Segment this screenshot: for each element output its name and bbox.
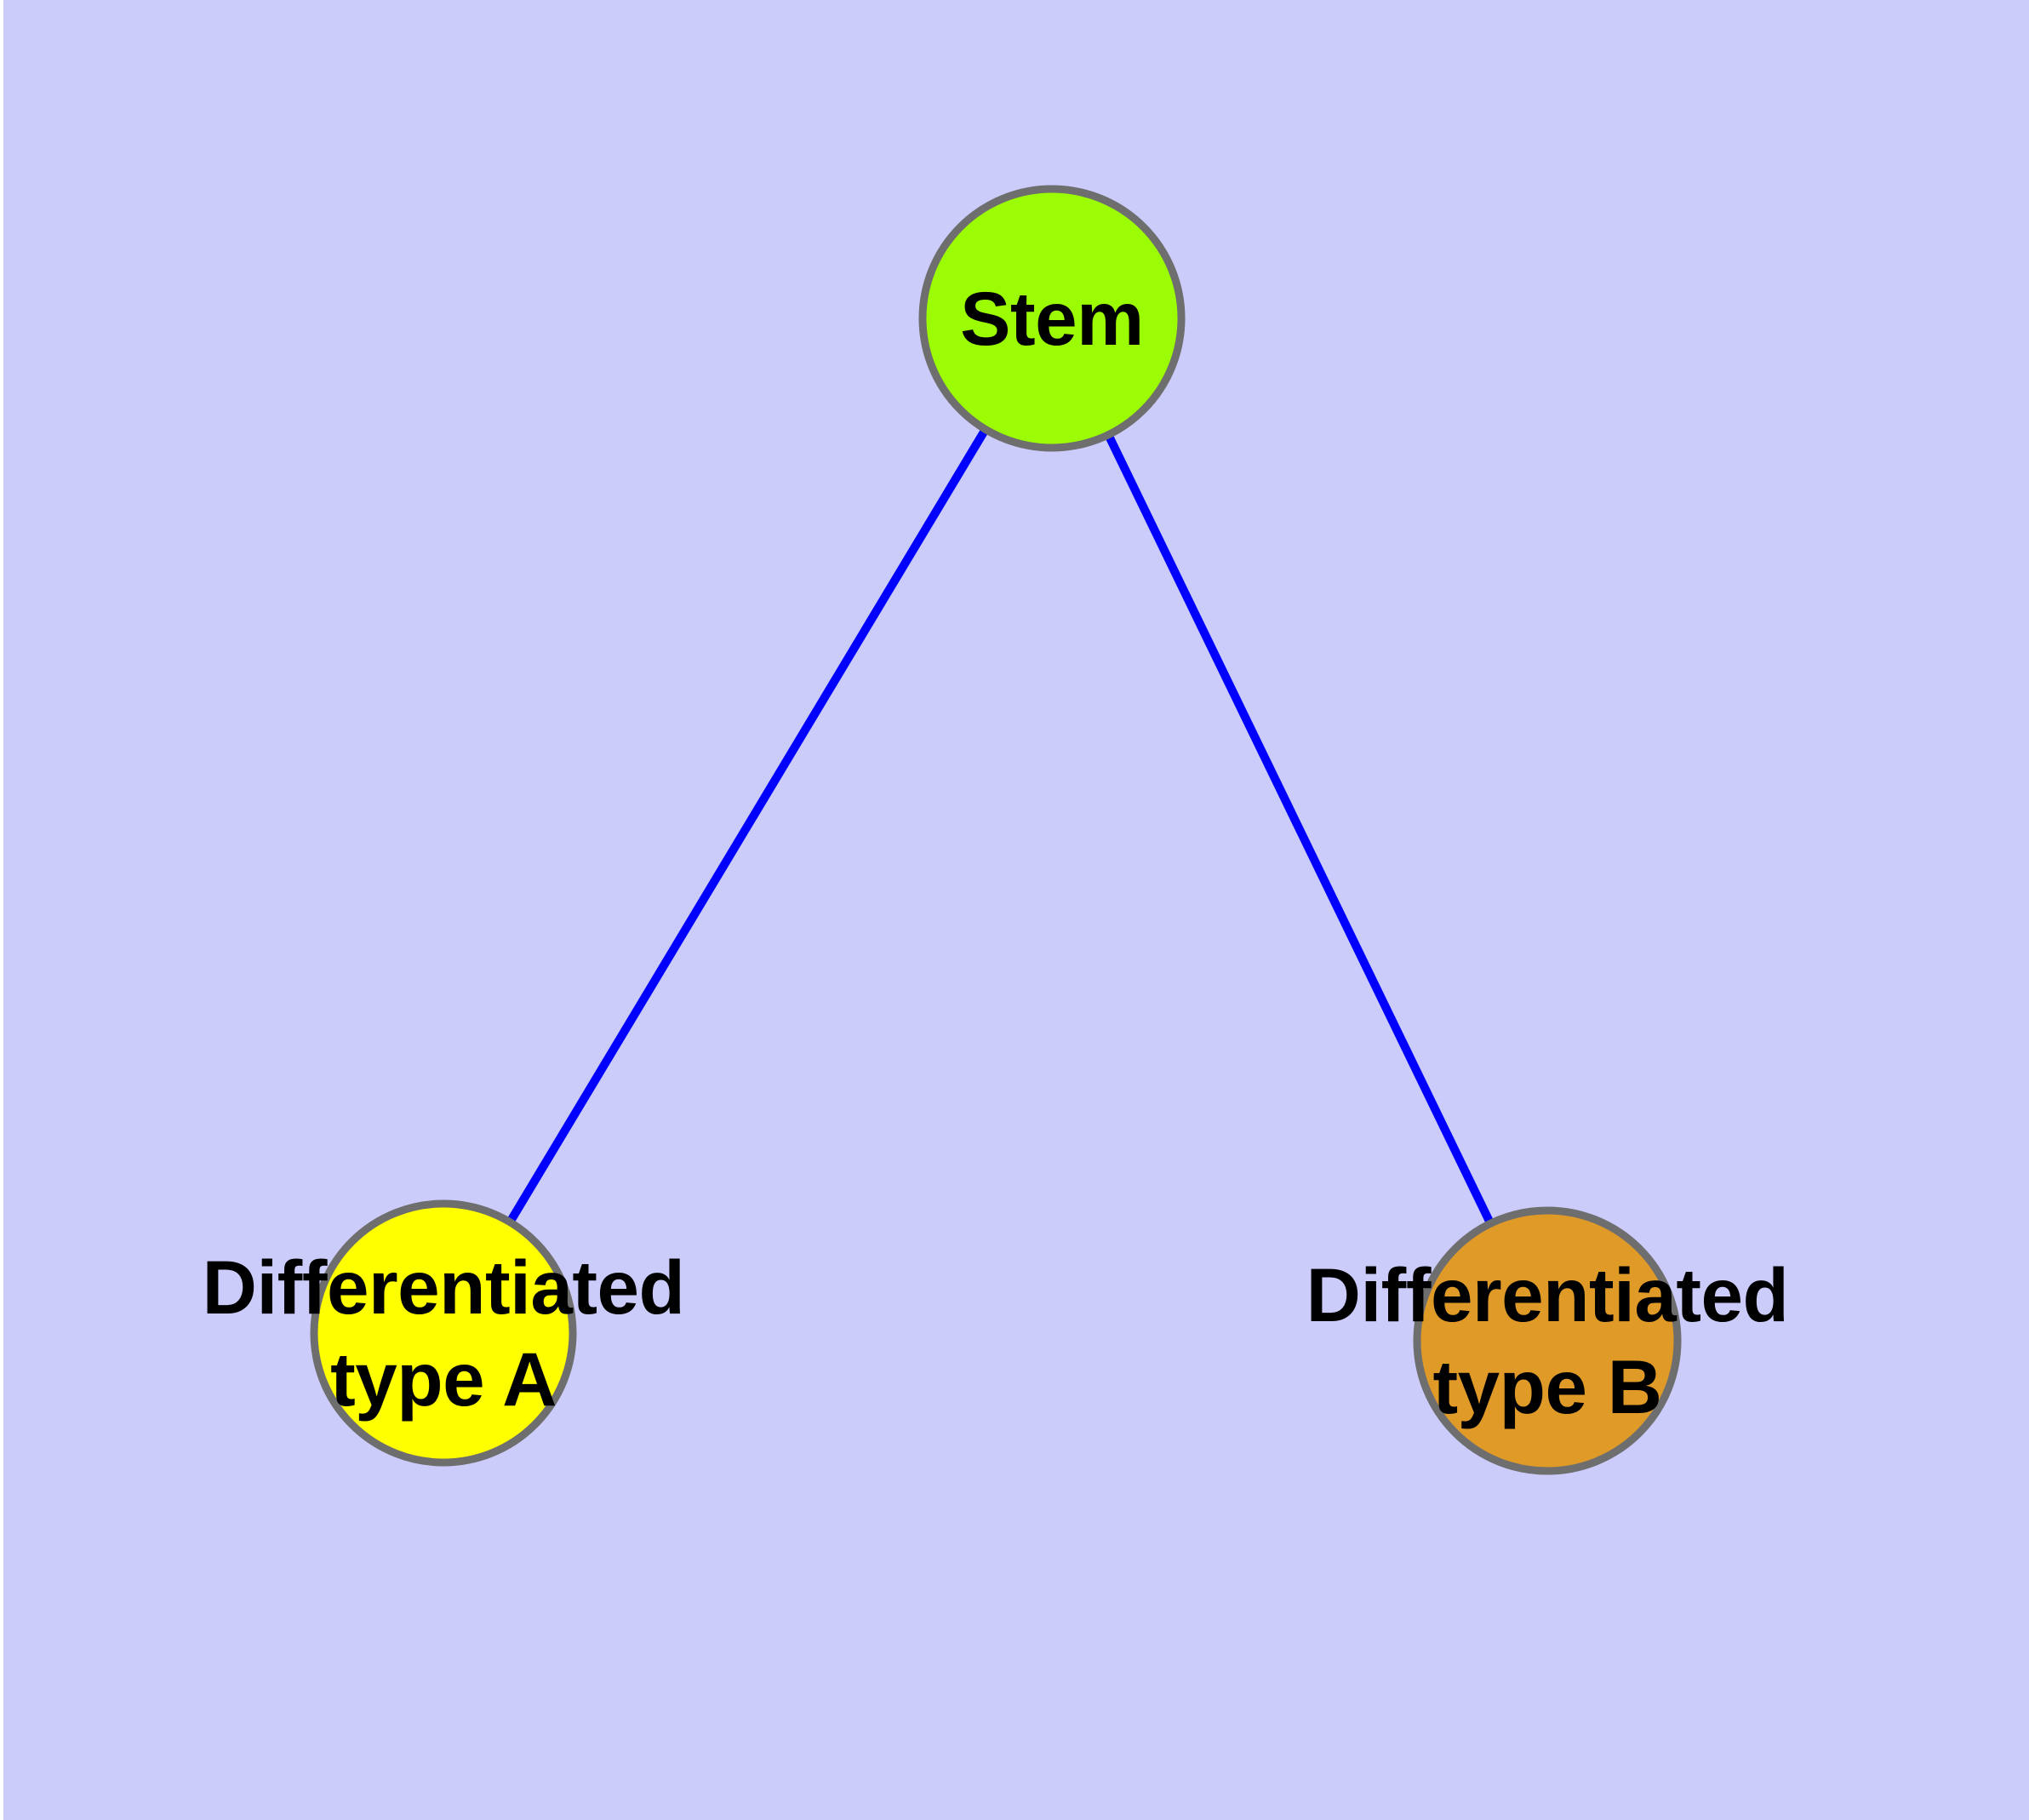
edge-layer — [439, 316, 1552, 1343]
node-layer — [310, 185, 1682, 1475]
graph-node-stem[interactable] — [918, 185, 1186, 452]
graph-edge[interactable] — [439, 316, 1056, 1336]
graph-node-diff_a[interactable] — [310, 1199, 577, 1467]
graph-edge[interactable] — [1048, 316, 1552, 1343]
graph-node-diff_b[interactable] — [1413, 1206, 1682, 1475]
